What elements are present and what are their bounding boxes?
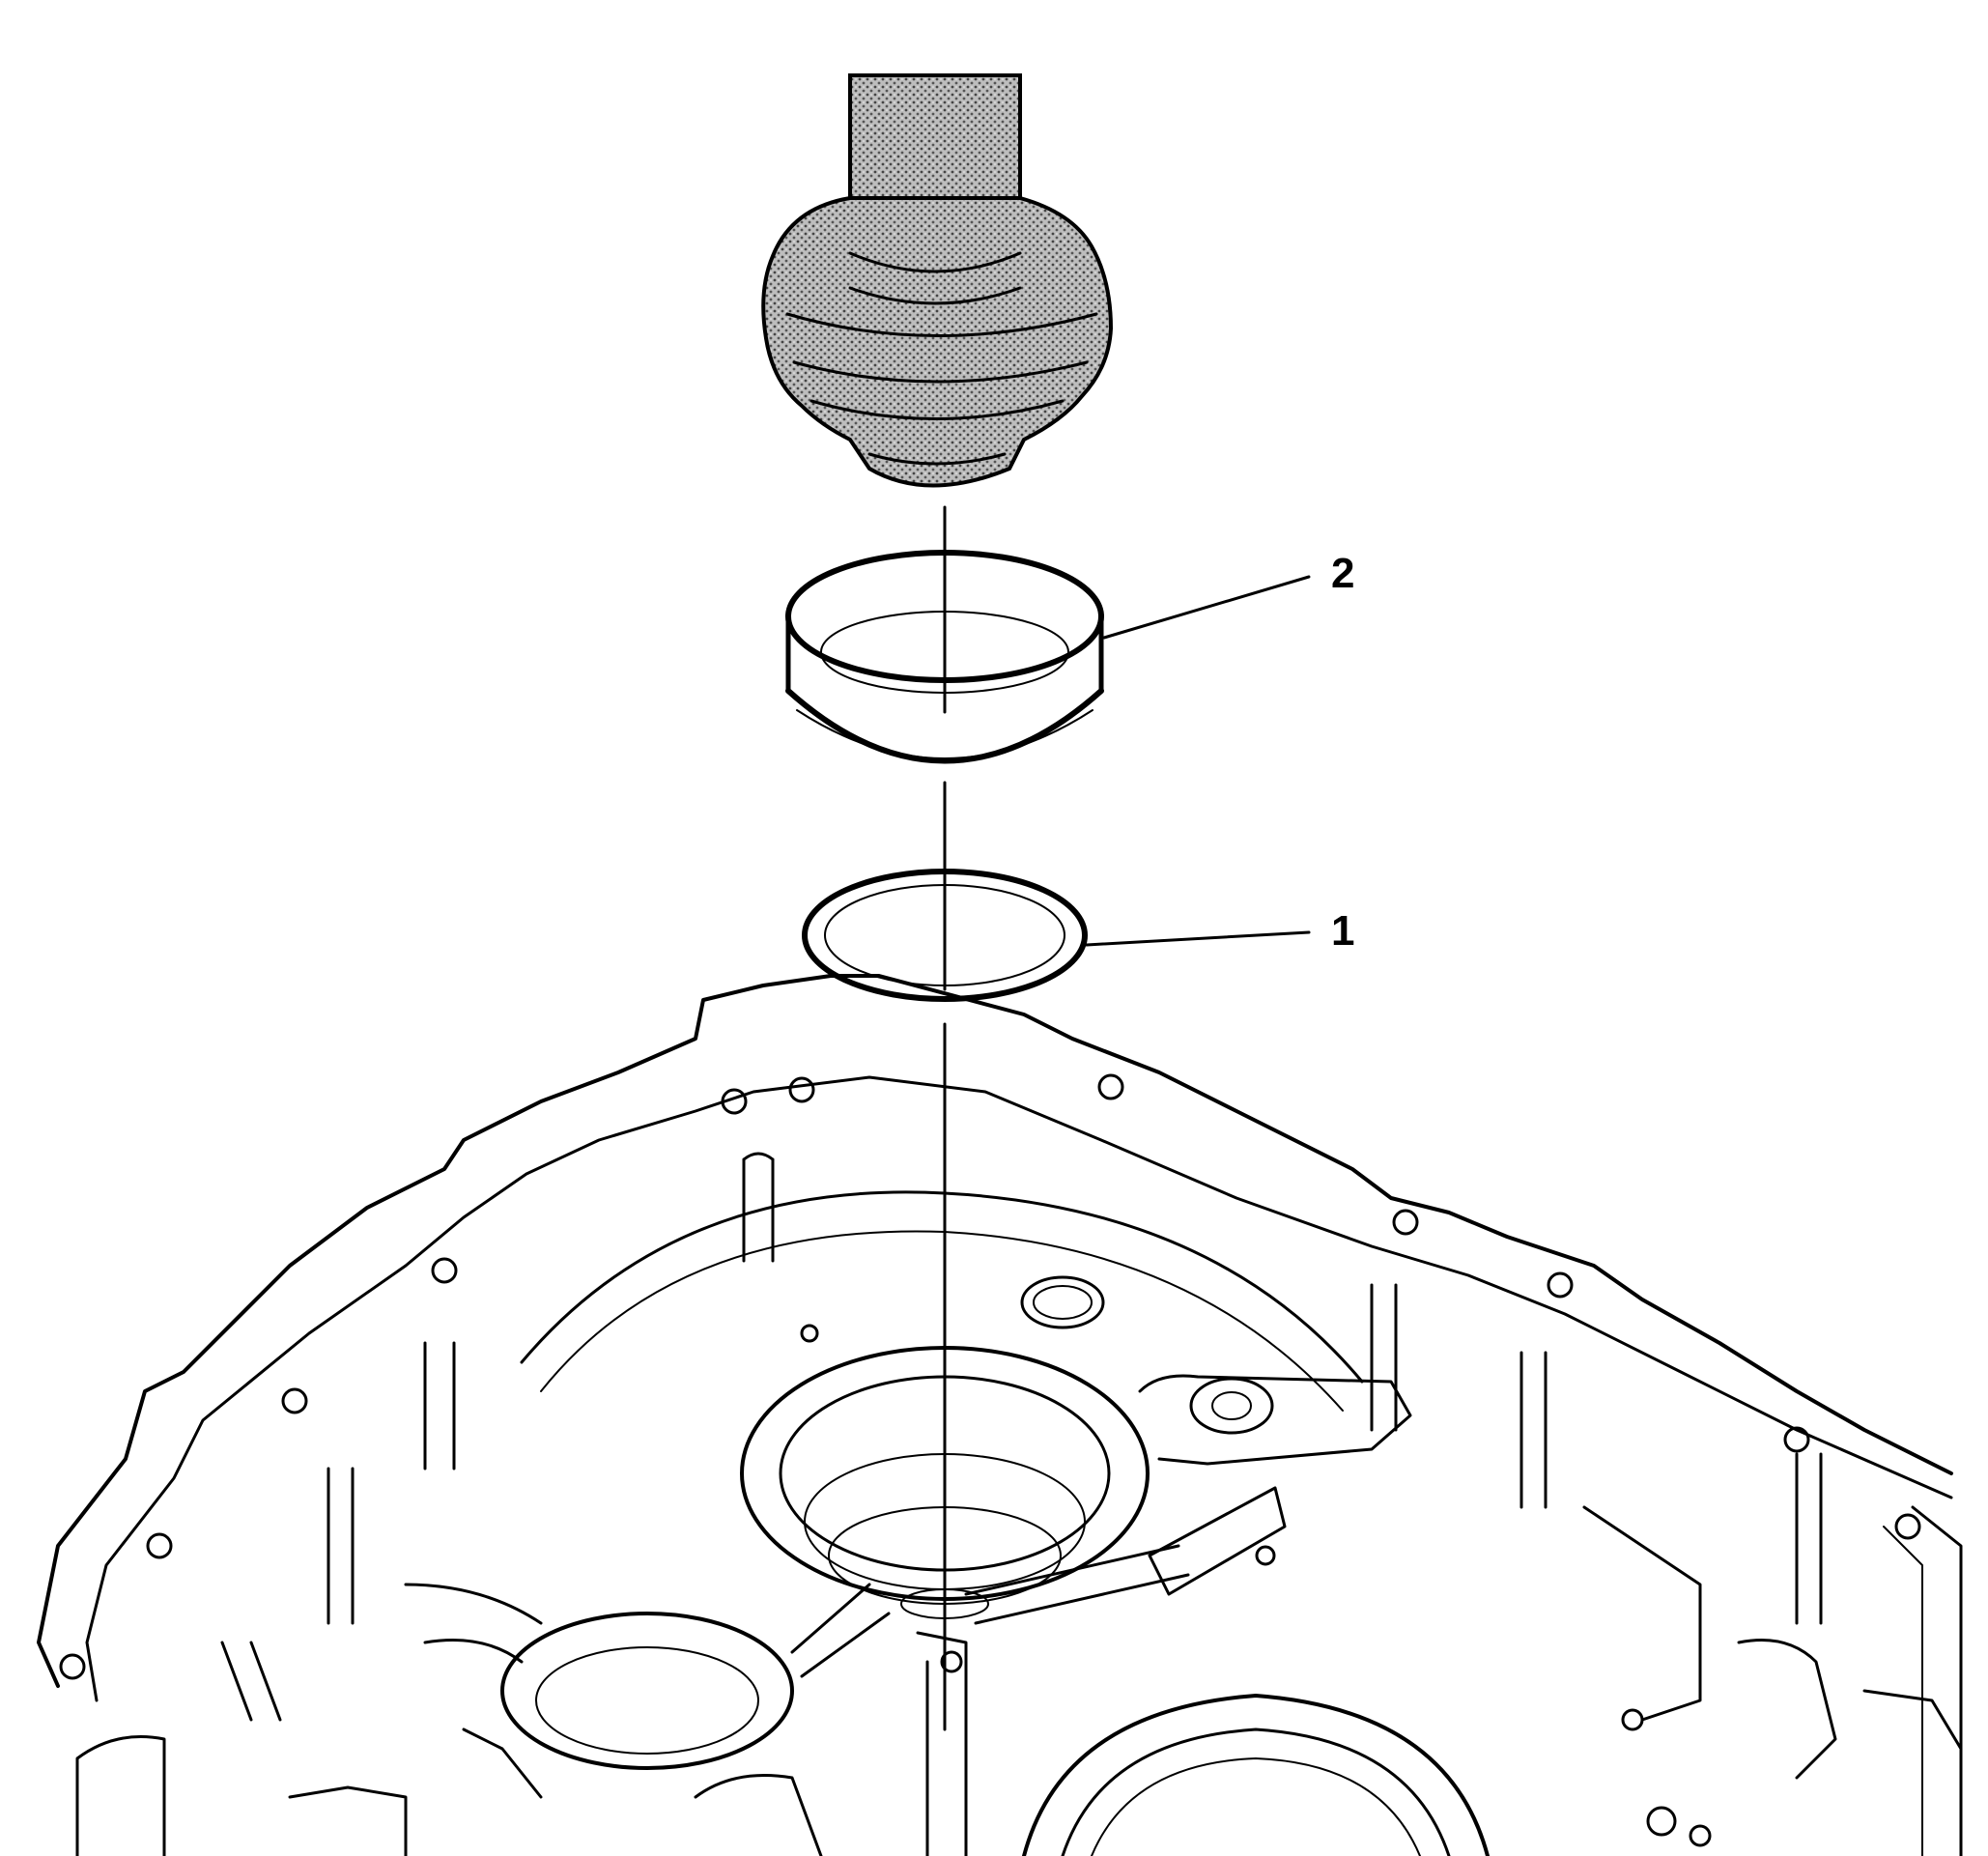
callout-label-1: 1 (1331, 907, 1354, 955)
leader-line-2 (1102, 575, 1311, 640)
callout-1: 1 (1085, 907, 1354, 955)
transmission-case (37, 974, 1963, 1856)
callout-label-2: 2 (1331, 550, 1354, 597)
tool-body (761, 196, 1114, 488)
seal-ring (802, 869, 1088, 1002)
bolt-holes (59, 1073, 1921, 1680)
callout-2: 2 (1102, 550, 1354, 640)
leader-line-1 (1085, 930, 1311, 947)
case-bore (740, 1346, 1150, 1619)
driver-tool (761, 73, 1114, 488)
bushing (785, 550, 1104, 764)
